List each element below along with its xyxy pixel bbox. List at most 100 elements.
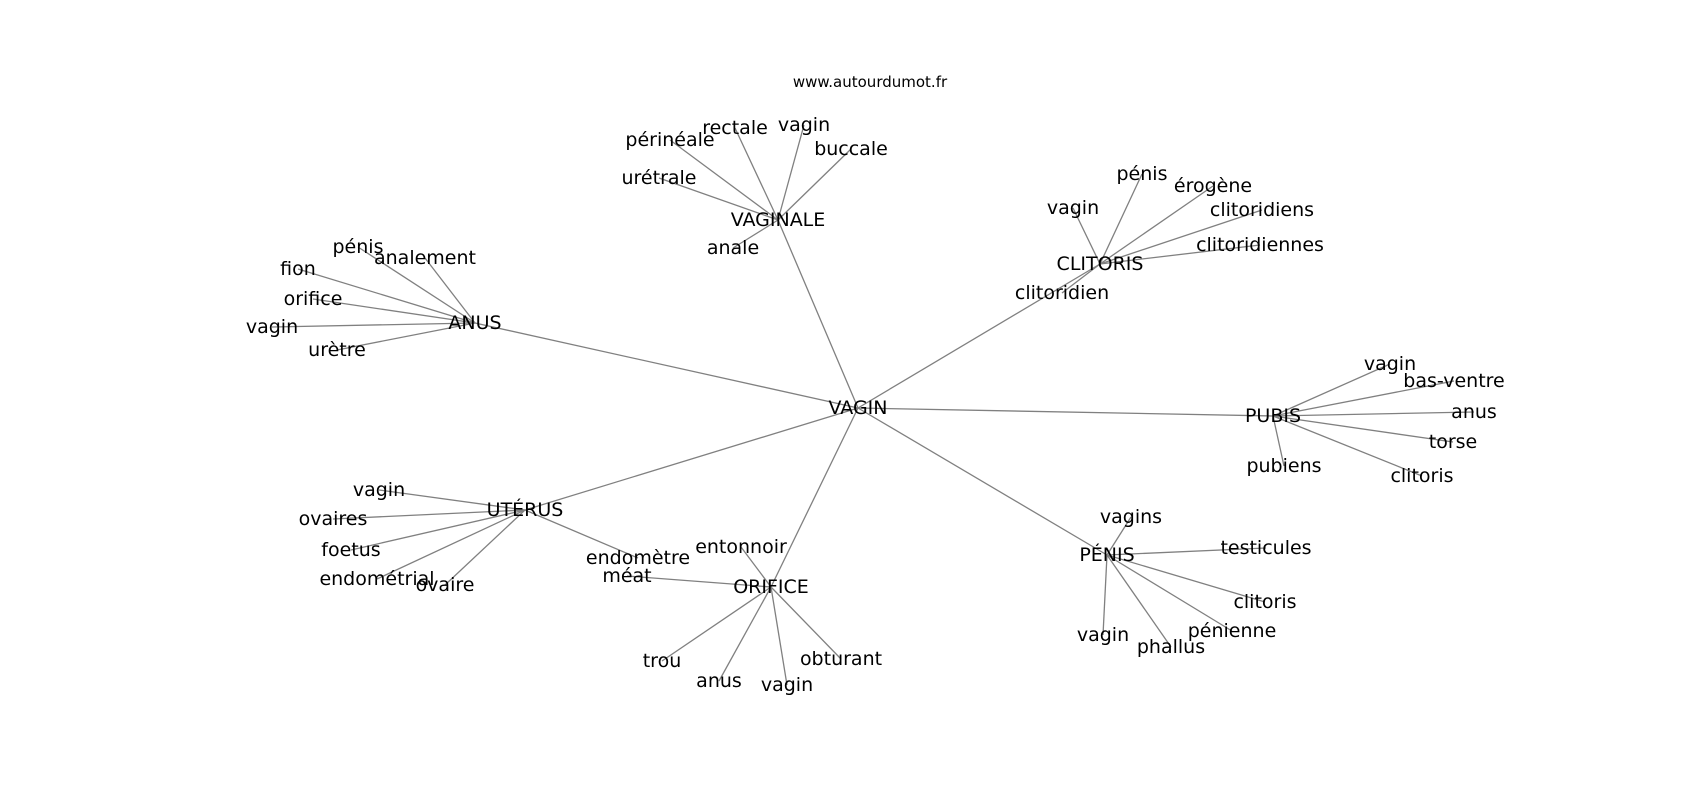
source-label: www.autourdumot.fr	[793, 73, 948, 91]
leaf-node-penis-vagins: vagins	[1100, 506, 1162, 528]
edge-vaginale-uretrale	[658, 177, 779, 221]
leaf-node-vaginale-perineale: périnéale	[625, 129, 714, 151]
leaf-node-vaginale-rectale: rectale	[702, 117, 768, 139]
edge-orifice-entonnoir	[740, 546, 772, 588]
leaf-node-penis-clitoris: clitoris	[1233, 591, 1296, 613]
leaf-node-penis-vagin: vagin	[1077, 624, 1129, 646]
edge-uterus-endometrial	[376, 509, 526, 580]
hub-node-uterus: UTÉRUS	[487, 498, 564, 521]
leaf-node-uterus-endometrial: endométrial	[319, 568, 434, 590]
node-labels: VAGIN VAGINALE anale urétrale périnéalerect…	[246, 114, 1505, 696]
edge-center-pubis	[857, 407, 1274, 417]
leaf-node-vaginale-vagin: vagin	[778, 114, 830, 136]
hub-node-pubis: PUBIS	[1245, 405, 1301, 427]
hub-node-vaginale: VAGINALE	[731, 209, 826, 231]
edge-pubis-pubiens	[1272, 415, 1285, 467]
edge-uterus-ovaire	[444, 509, 526, 586]
leaf-node-pubis-vagin: vagin	[1364, 353, 1416, 375]
leaf-node-orifice-vagin: vagin	[761, 674, 813, 696]
leaf-node-clitoris-penis: pénis	[1117, 163, 1168, 185]
edge-pubis-torse	[1272, 415, 1454, 443]
leaf-node-uterus-endometre: endomètre	[586, 547, 690, 569]
leaf-node-anus-uretre: urètre	[308, 339, 366, 361]
leaf-node-pubis-clitoris: clitoris	[1390, 465, 1453, 487]
leaf-node-anus-penis: pénis	[333, 236, 384, 258]
leaf-node-clitoris-clitoridiens: clitoridiens	[1210, 199, 1314, 221]
leaf-node-pubis-pubiens: pubiens	[1246, 455, 1321, 477]
edge-uterus-ovaires	[332, 509, 526, 520]
leaf-node-pubis-torse: torse	[1429, 431, 1477, 453]
leaf-node-penis-testicules: testicules	[1220, 537, 1311, 559]
leaf-node-anus-fion: fion	[280, 258, 316, 280]
leaf-node-orifice-anus: anus	[696, 670, 742, 692]
leaf-node-orifice-trou: trou	[643, 650, 682, 672]
hub-node-clitoris: CLITORIS	[1057, 253, 1144, 275]
edge-vaginale-perineale	[669, 139, 779, 221]
leaf-node-orifice-obturant: obturant	[800, 648, 882, 670]
edge-orifice-obturant	[770, 586, 842, 660]
edge-clitoris-clitoridiens	[1099, 209, 1263, 265]
leaf-node-uterus-ovaires: ovaires	[299, 508, 368, 530]
leaf-node-uterus-vagin: vagin	[353, 479, 405, 501]
edge-penis-vagins	[1106, 516, 1132, 556]
edge-uterus-endometre	[524, 509, 639, 559]
leaf-node-orifice-meat: méat	[602, 565, 651, 587]
leaf-node-anus-vagin: vagin	[246, 316, 298, 338]
edge-pubis-bas-ventre	[1272, 380, 1455, 417]
edge-clitoris-penis	[1099, 173, 1143, 265]
edge-penis-clitoris	[1106, 554, 1266, 603]
leaf-node-anus-orifice: orifice	[284, 288, 343, 310]
leaf-node-vaginale-anale: anale	[707, 237, 759, 259]
leaf-node-clitoris-erogene: érogène	[1174, 175, 1252, 197]
edge-center-orifice	[770, 407, 859, 588]
edge-anus-penis	[357, 246, 476, 324]
edge-vaginale-buccale	[777, 148, 852, 221]
edge-uterus-foetus	[350, 509, 526, 551]
leaf-node-vaginale-uretrale: urétrale	[622, 167, 697, 189]
edge-vaginale-rectale	[734, 127, 779, 221]
edge-anus-orifice	[312, 298, 476, 324]
edge-uterus-vagin	[378, 489, 526, 511]
edge-penis-penienne	[1106, 554, 1233, 632]
leaf-node-penis-phallus: phallus	[1137, 636, 1205, 658]
edge-anus-vagin	[271, 322, 476, 328]
edge-anus-fion	[297, 268, 476, 324]
leaf-node-clitoris-clitoridiennes: clitoridiennes	[1196, 234, 1324, 256]
hub-node-orifice: ORIFICE	[733, 576, 809, 598]
edge-vaginale-anale	[732, 219, 779, 249]
leaf-node-pubis-anus: anus	[1451, 401, 1497, 423]
leaf-node-orifice-entonnoir: entonnoir	[695, 536, 787, 558]
edge-vaginale-vagin	[777, 124, 805, 221]
edge-pubis-vagin	[1272, 363, 1391, 417]
edge-pubis-anus	[1272, 411, 1475, 417]
edge-anus-analement	[424, 257, 476, 324]
leaf-node-anus-analement: analement	[374, 247, 476, 269]
leaf-node-penis-penienne: pénienne	[1188, 620, 1277, 642]
edge-pubis-clitoris	[1272, 415, 1423, 477]
edge-center-vaginale	[777, 219, 859, 409]
edge-clitoris-clitoridiennes	[1099, 244, 1261, 265]
hub-node-anus: ANUS	[448, 312, 501, 334]
edges	[271, 124, 1475, 686]
leaf-node-pubis-bas-ventre: bas-ventre	[1403, 370, 1504, 392]
leaf-node-clitoris-vagin: vagin	[1047, 197, 1099, 219]
edge-penis-vagin	[1102, 554, 1108, 636]
edge-orifice-trou	[661, 586, 772, 662]
edge-orifice-anus	[718, 586, 772, 682]
leaf-node-clitoris-clitoridien: clitoridien	[1015, 282, 1109, 304]
edge-clitoris-vagin	[1072, 207, 1101, 265]
leaf-node-uterus-ovaire: ovaire	[416, 574, 475, 596]
center-node: VAGIN	[829, 397, 888, 419]
edge-clitoris-clitoridien	[1061, 263, 1101, 294]
edge-orifice-meat	[626, 575, 772, 588]
edge-penis-phallus	[1106, 554, 1172, 648]
hub-node-penis: PÉNIS	[1079, 543, 1134, 566]
edge-anus-uretre	[336, 322, 476, 351]
edge-clitoris-erogene	[1099, 185, 1214, 265]
edge-center-clitoris	[857, 263, 1101, 409]
edge-penis-testicules	[1106, 547, 1267, 556]
edge-orifice-vagin	[770, 586, 788, 686]
edge-center-uterus	[524, 407, 859, 511]
leaf-node-uterus-foetus: foetus	[321, 539, 380, 561]
